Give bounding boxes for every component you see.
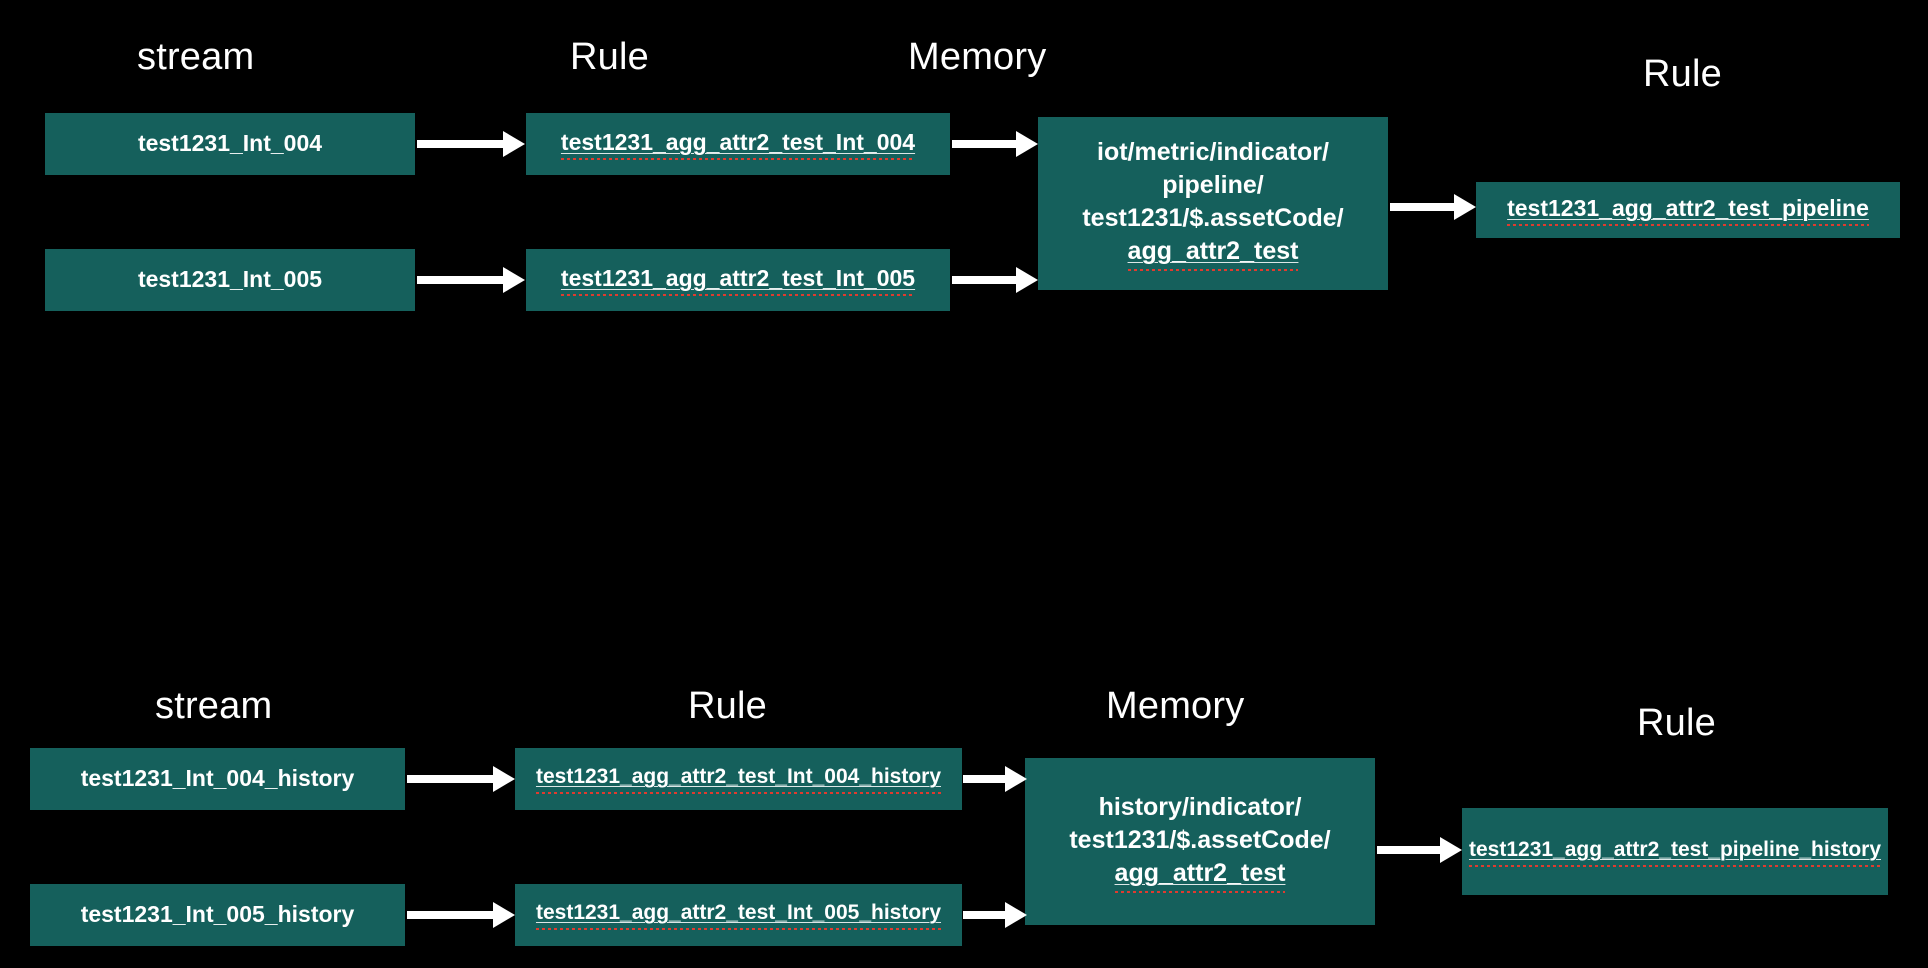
memory-node-bottom[interactable]: history/indicator/ test1231/$.assetCode/…: [1025, 758, 1375, 925]
memory-node-bottom-line-3: agg_attr2_test: [1114, 856, 1286, 893]
rule-node-top-1-label: test1231_agg_attr2_test_Int_004: [560, 127, 916, 161]
stream-node-top-2-label: test1231_Int_005: [137, 266, 323, 293]
rule-out-node-top[interactable]: test1231_agg_attr2_test_pipeline: [1476, 182, 1900, 238]
column-label-rule-bottom: Rule: [688, 685, 767, 727]
rule-node-bottom-2-label: test1231_agg_attr2_test_Int_005_history: [535, 900, 942, 930]
stream-node-top-2[interactable]: test1231_Int_005: [45, 249, 415, 311]
rule-node-top-1[interactable]: test1231_agg_attr2_test_Int_004: [526, 113, 950, 175]
column-label-memory-bottom: Memory: [1106, 685, 1245, 727]
rule-node-top-2-label: test1231_agg_attr2_test_Int_005: [560, 263, 916, 297]
stream-node-bottom-2[interactable]: test1231_Int_005_history: [30, 884, 405, 946]
column-label-rule-out-bottom: Rule: [1637, 702, 1716, 744]
column-label-rule-out-top: Rule: [1643, 53, 1722, 95]
memory-node-bottom-line-2: test1231/$.assetCode/: [1069, 825, 1331, 854]
stream-node-top-1[interactable]: test1231_Int_004: [45, 113, 415, 175]
column-label-rule-top: Rule: [570, 36, 649, 78]
memory-node-top-line-4: agg_attr2_test: [1127, 235, 1299, 271]
memory-node-bottom-line-1: history/indicator/: [1098, 792, 1302, 821]
column-label-stream-bottom: stream: [155, 685, 273, 727]
rule-out-node-bottom[interactable]: test1231_agg_attr2_test_pipeline_history: [1462, 808, 1888, 895]
stream-node-top-1-label: test1231_Int_004: [137, 130, 323, 157]
memory-node-top-line-3: test1231/$.assetCode/: [1082, 204, 1344, 232]
memory-node-top-line-1: iot/metric/indicator/: [1097, 138, 1329, 166]
rule-node-bottom-2[interactable]: test1231_agg_attr2_test_Int_005_history: [515, 884, 962, 946]
stream-node-bottom-1-label: test1231_Int_004_history: [80, 765, 355, 792]
column-label-memory-top: Memory: [908, 36, 1047, 78]
memory-node-top-line-2: pipeline/: [1162, 171, 1264, 199]
rule-node-bottom-1[interactable]: test1231_agg_attr2_test_Int_004_history: [515, 748, 962, 810]
stream-node-bottom-1[interactable]: test1231_Int_004_history: [30, 748, 405, 810]
stream-node-bottom-2-label: test1231_Int_005_history: [80, 901, 355, 928]
column-label-stream-top: stream: [137, 36, 255, 78]
memory-node-top[interactable]: iot/metric/indicator/ pipeline/ test1231…: [1038, 117, 1388, 290]
rule-node-top-2[interactable]: test1231_agg_attr2_test_Int_005: [526, 249, 950, 311]
rule-out-node-bottom-label: test1231_agg_attr2_test_pipeline_history: [1469, 835, 1882, 868]
rule-node-bottom-1-label: test1231_agg_attr2_test_Int_004_history: [535, 764, 942, 794]
rule-out-node-top-label: test1231_agg_attr2_test_pipeline: [1507, 193, 1869, 227]
